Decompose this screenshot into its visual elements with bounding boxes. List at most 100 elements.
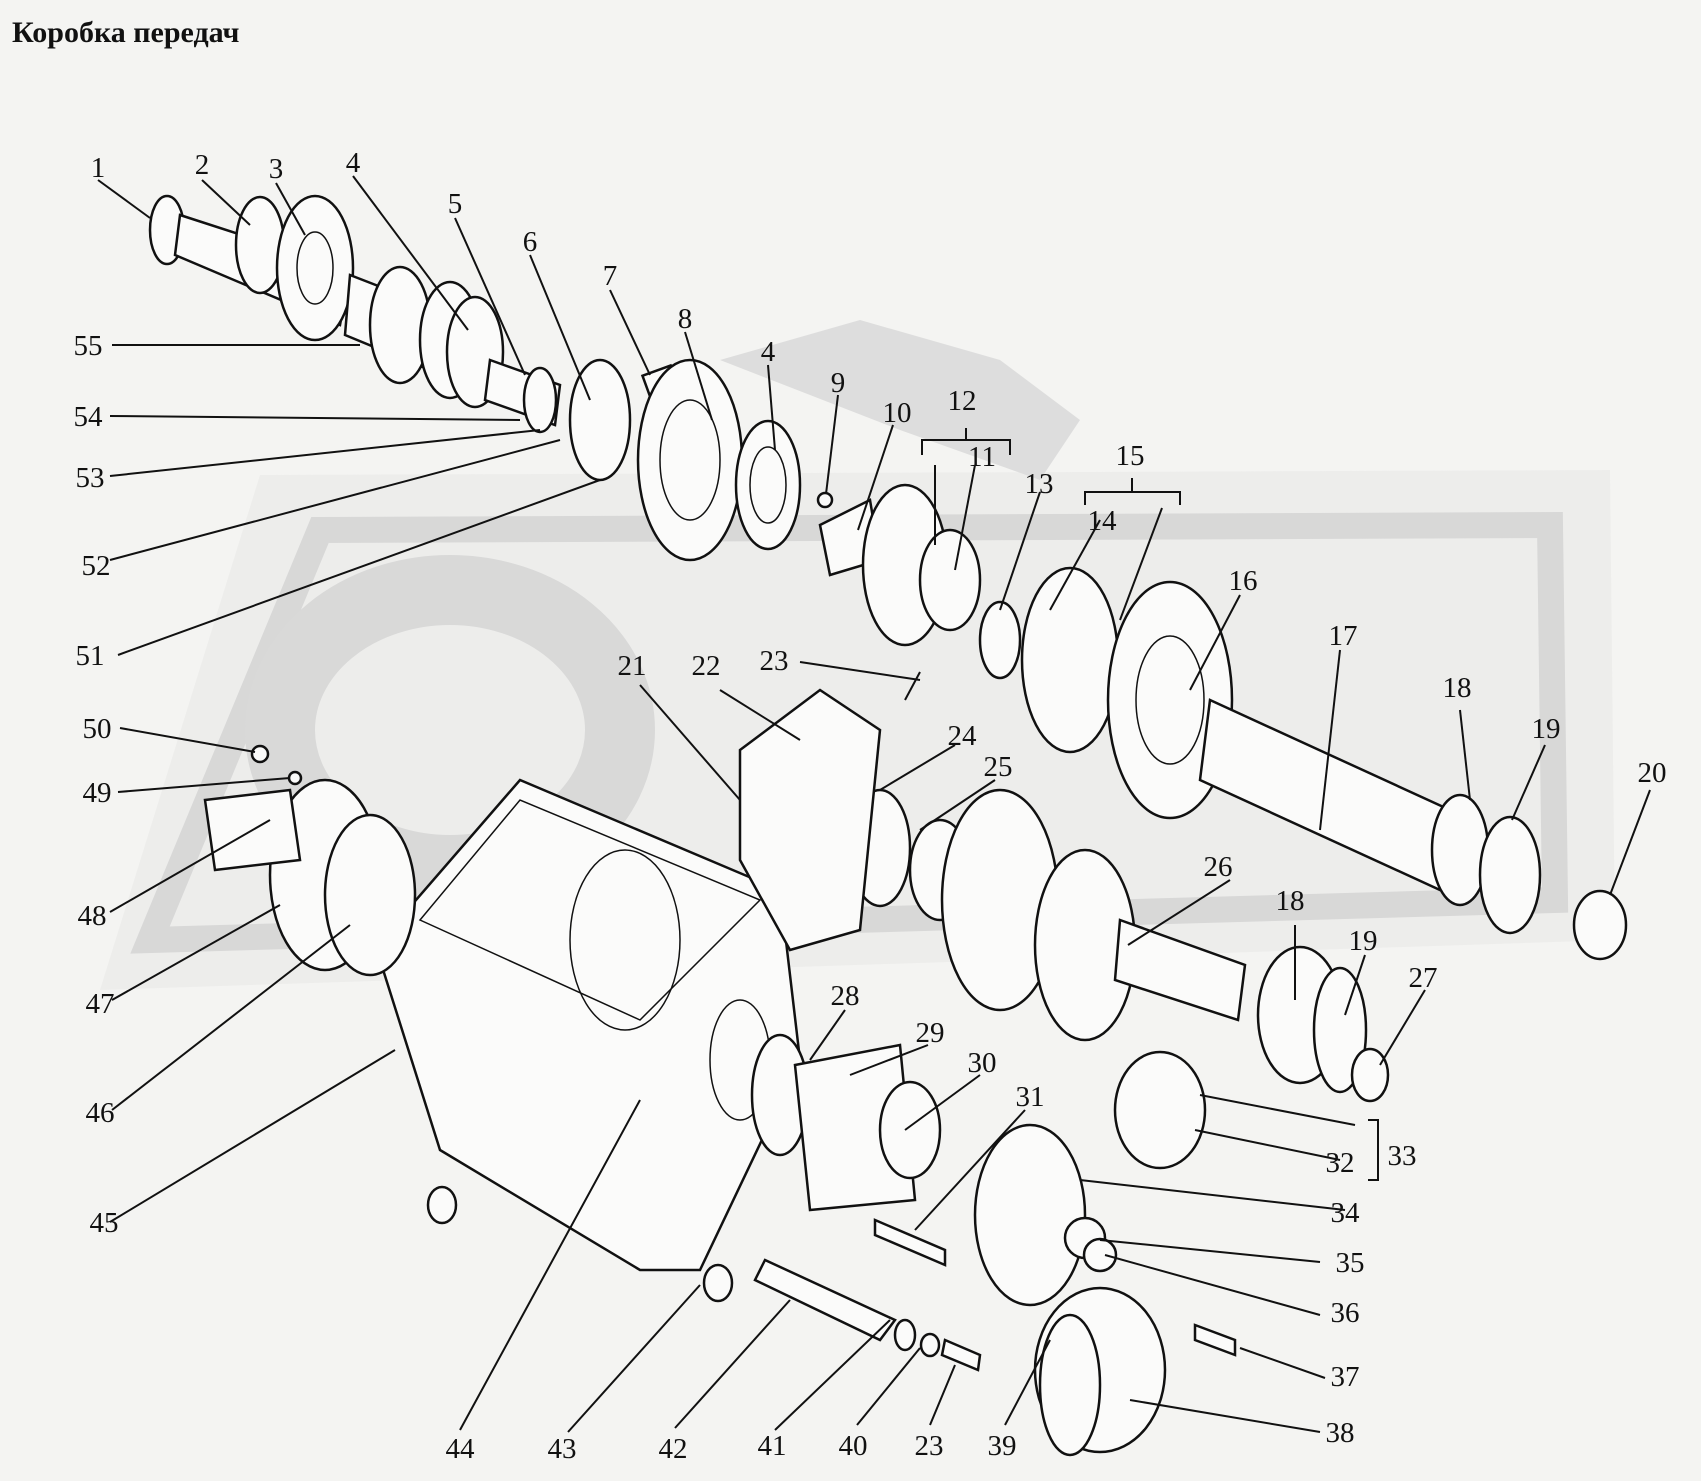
part-46-gasket — [323, 813, 417, 977]
label-12: 12 — [948, 385, 977, 417]
part-44-plug — [426, 1185, 458, 1225]
label-11: 11 — [968, 441, 996, 473]
label-24: 24 — [948, 720, 978, 752]
label-14: 14 — [1088, 505, 1118, 537]
part-11-bush — [918, 528, 982, 632]
label-9: 9 — [831, 367, 846, 399]
label-27: 27 — [1409, 962, 1438, 994]
part-14-gear — [1020, 566, 1120, 754]
label-4a: 4 — [346, 147, 361, 179]
label-5: 5 — [448, 188, 463, 220]
label-35: 35 — [1336, 1247, 1365, 1279]
label-54: 54 — [74, 401, 104, 433]
input-shaft-assembly — [148, 194, 505, 409]
part-9-ball — [816, 491, 834, 509]
label-45: 45 — [90, 1207, 119, 1239]
part-30-seal — [878, 1080, 942, 1180]
label-7: 7 — [603, 260, 618, 292]
label-30: 30 — [968, 1047, 997, 1079]
label-21: 21 — [618, 650, 647, 682]
label-49: 49 — [83, 777, 112, 809]
label-23b: 23 — [915, 1430, 944, 1462]
part-34-flange — [973, 1123, 1087, 1307]
label-42: 42 — [659, 1433, 688, 1465]
label-22: 22 — [692, 650, 721, 682]
part-4-synchro-ring — [734, 419, 802, 551]
label-53: 53 — [76, 462, 105, 494]
part-43-plug — [702, 1263, 734, 1303]
label-32: 32 — [1326, 1147, 1355, 1179]
part-13-ring — [978, 600, 1022, 680]
part-31-bolt — [873, 1218, 947, 1267]
label-3: 3 — [269, 153, 284, 185]
label-33: 33 — [1388, 1140, 1417, 1172]
label-19a: 19 — [1532, 713, 1561, 745]
part-labels: 1 2 3 4 5 6 7 8 4 9 10 12 11 13 15 14 16… — [74, 147, 1667, 1465]
label-13: 13 — [1025, 468, 1054, 500]
lower-parts — [426, 1033, 1237, 1457]
label-25: 25 — [984, 751, 1013, 783]
label-51: 51 — [76, 640, 105, 672]
label-55: 55 — [74, 330, 103, 362]
label-47: 47 — [86, 988, 115, 1020]
housing-assembly — [203, 688, 882, 1272]
label-34: 34 — [1331, 1197, 1361, 1229]
part-39-gasket — [1038, 1313, 1102, 1457]
label-37: 37 — [1331, 1361, 1360, 1393]
leader-lines — [97, 175, 1651, 1433]
part-53-ring — [522, 366, 558, 434]
label-52: 52 — [82, 550, 111, 582]
part-20-nut — [1572, 889, 1628, 961]
part-37-bolt — [1193, 1323, 1237, 1357]
part-8-sleeve — [636, 358, 744, 562]
label-2: 2 — [195, 149, 210, 181]
label-29: 29 — [916, 1017, 945, 1049]
label-38: 38 — [1326, 1417, 1355, 1449]
label-1: 1 — [91, 152, 106, 184]
part-3-bearing — [275, 194, 355, 342]
part-32-gear — [1113, 1050, 1207, 1170]
part-21-gasket — [738, 688, 882, 952]
part-49-washer — [287, 770, 303, 786]
label-19b: 19 — [1349, 925, 1378, 957]
label-15: 15 — [1116, 440, 1145, 472]
label-40: 40 — [839, 1430, 868, 1462]
part-45-housing — [378, 778, 802, 1272]
label-23a: 23 — [760, 645, 789, 677]
label-8: 8 — [678, 303, 693, 335]
label-26: 26 — [1204, 851, 1233, 883]
label-43: 43 — [548, 1433, 577, 1465]
part-41-washer — [893, 1318, 917, 1352]
part-50-bolt — [250, 744, 270, 764]
part-19-ring-lower — [1312, 966, 1368, 1094]
label-41: 41 — [758, 1430, 787, 1462]
output-shaft-assembly — [816, 483, 1628, 961]
label-17: 17 — [1329, 620, 1358, 652]
part-36-nut — [1082, 1237, 1118, 1273]
part-29-cover — [793, 1043, 917, 1212]
countershaft-assembly — [848, 788, 1390, 1170]
label-4b: 4 — [761, 336, 776, 368]
label-20: 20 — [1638, 757, 1667, 789]
part-42-pin — [753, 1258, 897, 1342]
label-10: 10 — [883, 397, 912, 429]
part-27-nut — [1350, 1047, 1390, 1103]
label-50: 50 — [83, 713, 112, 745]
label-39: 39 — [988, 1430, 1017, 1462]
label-28: 28 — [831, 980, 860, 1012]
label-36: 36 — [1331, 1297, 1360, 1329]
label-46: 46 — [86, 1097, 115, 1129]
part-52-hub — [568, 358, 632, 482]
label-16: 16 — [1229, 565, 1258, 597]
label-48: 48 — [78, 900, 107, 932]
part-23-bolt-lower — [940, 1338, 982, 1372]
part-19-ring — [1478, 815, 1542, 935]
page-title: Коробка передач — [12, 16, 240, 49]
label-18a: 18 — [1443, 672, 1472, 704]
part-40-washer — [919, 1332, 941, 1358]
label-18b: 18 — [1276, 885, 1305, 917]
part-16-gear — [1106, 580, 1234, 820]
label-44: 44 — [446, 1433, 476, 1465]
label-6: 6 — [523, 226, 538, 258]
